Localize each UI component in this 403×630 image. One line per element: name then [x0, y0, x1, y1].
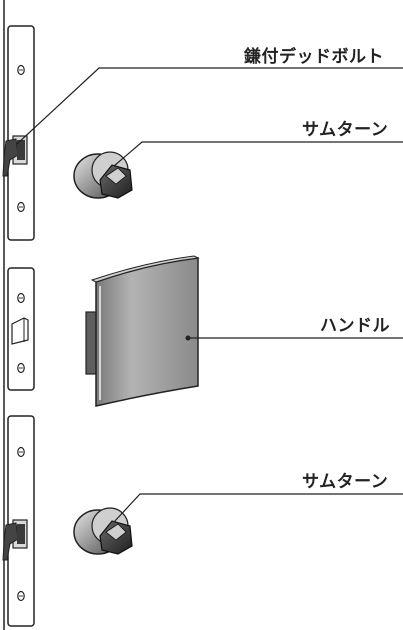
latch-bolt [11, 317, 29, 345]
label-thumbturn-upper: サムターン [302, 120, 389, 140]
screw-icon [17, 292, 25, 304]
screw-icon [17, 590, 25, 602]
screw-icon [17, 201, 25, 213]
handle [85, 255, 200, 407]
upper-thumbturn [73, 151, 133, 199]
leader-deadbolt [16, 67, 403, 145]
leader-thumbturn-upper [113, 141, 403, 167]
lower-faceplate [2, 415, 35, 627]
label-handle: ハンドル [320, 316, 390, 336]
middle-faceplate [7, 267, 35, 391]
screw-icon [17, 362, 25, 374]
leader-thumbturn-lower [113, 493, 403, 523]
hook-deadbolt [2, 135, 28, 177]
hook-deadbolt [2, 519, 28, 561]
leader-lines [16, 67, 403, 523]
handle-pointer-dot [185, 335, 191, 341]
label-thumbturn-lower: サムターン [302, 472, 389, 492]
label-deadbolt: 鎌付デッドボルト [244, 47, 384, 67]
screw-icon [17, 446, 25, 458]
upper-faceplate [2, 25, 35, 241]
screw-icon [17, 64, 25, 76]
lower-thumbturn [73, 507, 133, 555]
